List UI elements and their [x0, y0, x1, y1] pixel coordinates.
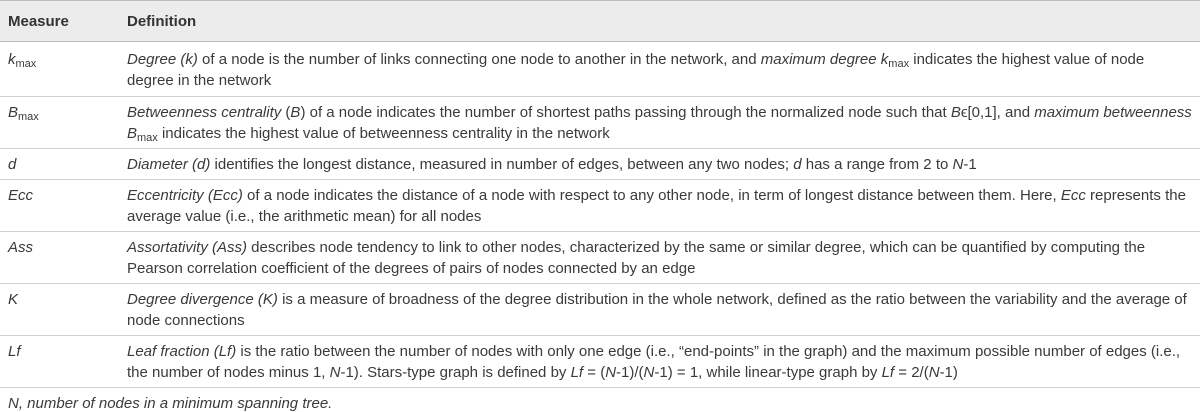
measure-symbol: K: [8, 291, 19, 308]
definition-text: identifies the longest distance, measure…: [210, 156, 794, 173]
definition-text: (: [281, 104, 291, 121]
definition-text: Diameter (d): [127, 156, 211, 173]
definition-text: max: [137, 132, 158, 144]
definition-text: d: [793, 156, 802, 173]
measure-symbol: B: [8, 104, 19, 121]
definition-text: Ecc: [1060, 187, 1086, 204]
measure-cell: Ecc: [0, 179, 127, 232]
definition-text: maximum degree: [760, 51, 877, 68]
measure-cell: d: [0, 148, 127, 180]
definition-text: has a range from 2 to: [801, 156, 953, 173]
measure-cell: kmax: [0, 41, 127, 97]
definition-text: B: [950, 104, 961, 121]
definition-text: -1): [939, 364, 958, 381]
definition-text: Leaf fraction (Lf): [127, 343, 237, 360]
header-definition: Definition: [127, 0, 1200, 42]
definition-text: is the ratio between the number of nodes…: [127, 343, 1181, 381]
definition-cell: Leaf fraction (Lf) is the ratio between …: [127, 335, 1200, 388]
definition-text: B: [290, 104, 301, 121]
definition-text: Betweenness centrality: [127, 104, 282, 121]
definition-text: Lf: [570, 364, 584, 381]
definition-text: ) of a node indicates the number of shor…: [300, 104, 951, 121]
definition-text: N: [928, 364, 940, 381]
definition-text: is a measure of broadness of the degree …: [127, 291, 1187, 329]
measure-subscript: max: [15, 58, 37, 70]
table-footnote: N, number of nodes in a minimum spanning…: [8, 395, 333, 412]
definition-text: indicates the highest value of betweenne…: [157, 125, 610, 142]
definition-text: N: [952, 156, 964, 173]
measure-cell: K: [0, 283, 127, 336]
definition-text: indicates the highest value of node degr…: [127, 51, 1145, 89]
definition-text: -1) = 1, while linear-type graph by: [654, 364, 882, 381]
table-row: Ass Assortativity (Ass) describes node te…: [0, 231, 1200, 284]
definition-text: Assortativity (Ass): [127, 239, 248, 256]
measure-symbol: k: [8, 51, 16, 68]
measure-cell: Lf: [0, 335, 127, 388]
table-row: K Degree divergence (K) is a measure of b…: [0, 283, 1200, 336]
definition-text: N: [643, 364, 655, 381]
definition-text: represents the average value (i.e., the …: [127, 187, 1186, 225]
measure-symbol: Ass: [8, 239, 34, 256]
definition-text: Degree divergence (K): [127, 291, 278, 308]
definition-text: Degree (k): [127, 51, 198, 68]
table-header-row: Measure Definition: [0, 0, 1200, 42]
definition-text: describes node tendency to link to other…: [127, 239, 1146, 277]
definition-text: k: [876, 51, 889, 68]
definition-text: of a node is the number of links connect…: [197, 51, 761, 68]
measure-cell: Ass: [0, 231, 127, 284]
measure-subscript: max: [18, 111, 39, 123]
definition-text: -1). Stars-type graph is defined by: [340, 364, 571, 381]
definition-text: N: [605, 364, 617, 381]
definition-text: N: [329, 364, 341, 381]
definition-text: = (: [583, 364, 606, 381]
definition-text: Eccentricity (Ecc): [127, 187, 243, 204]
measure-symbol: Lf: [8, 343, 21, 360]
definition-cell: Degree divergence (K) is a measure of br…: [127, 283, 1200, 336]
definition-text: maximum betweenness B: [127, 104, 1192, 142]
definition-cell: Diameter (d) identifies the longest dist…: [127, 148, 1200, 180]
definition-text: -1)/(: [616, 364, 644, 381]
measure-symbol: Ecc: [8, 187, 34, 204]
measure-symbol: d: [8, 156, 17, 173]
definition-text: -1: [963, 156, 977, 173]
definition-text: Lf: [881, 364, 895, 381]
definition-text: max: [888, 58, 910, 70]
definition-cell: Eccentricity (Ecc) of a node indicates t…: [127, 179, 1200, 232]
measure-cell: Bmax: [0, 96, 127, 149]
definition-text: of a node indicates the distance of a no…: [242, 187, 1061, 204]
header-measure: Measure: [0, 0, 127, 42]
definition-text: = 2/(: [894, 364, 929, 381]
definition-cell: Betweenness centrality (B) of a node ind…: [127, 96, 1200, 149]
definition-text: ϵ[0,1], and: [960, 104, 1035, 121]
definition-cell: Degree (k) of a node is the number of li…: [127, 41, 1200, 97]
definition-cell: Assortativity (Ass) describes node tende…: [127, 231, 1200, 284]
